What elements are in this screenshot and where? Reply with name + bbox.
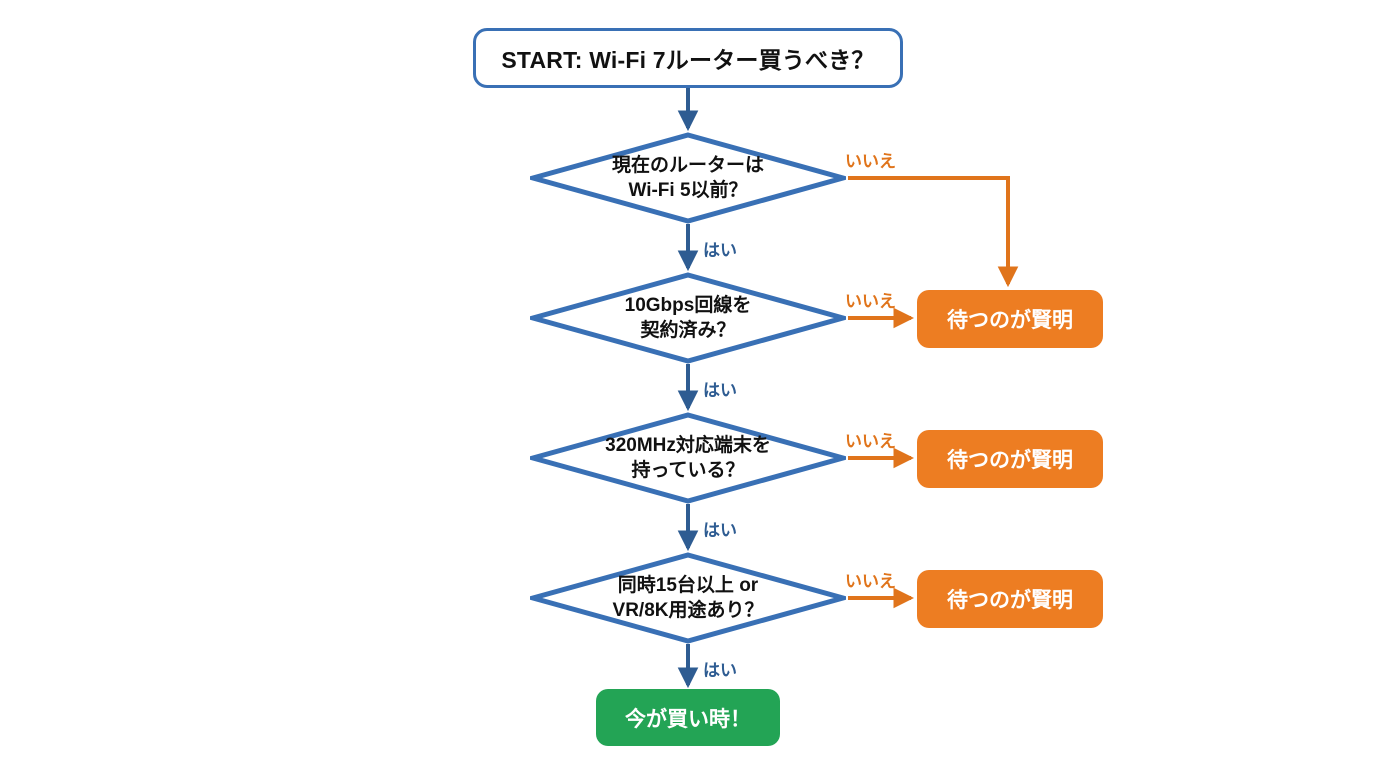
edge-label-no-d2: いいえ [845,292,896,311]
outcome-node-wait-1[interactable]: 待つのが賢明 [917,290,1103,348]
decision-node-current-router[interactable]: 現在のルーターは Wi-Fi 5以前？ [530,132,846,224]
outcome-node-wait-2[interactable]: 待つのが賢明 [917,430,1103,488]
edge-label-no-d1: いいえ [845,152,896,171]
decision-label-line1: 現在のルーターは [611,154,764,176]
outcome-label: 待つのが賢明 [947,309,1073,332]
start-node[interactable]: START: Wi-Fi 7ルーター買うべき？ [473,28,903,88]
decision-node-devices-or-vr8k[interactable]: 同時15台以上 or VR/8K用途あり？ [530,552,846,644]
diamond-shape [530,132,846,224]
edge-label-no-d3: いいえ [845,432,896,451]
decision-label-line2: 契約済み？ [640,320,736,341]
start-node-label: START: Wi-Fi 7ルーター買うべき？ [501,47,875,73]
decision-label-line1: 同時15台以上 or [617,574,759,596]
edge-label-no-d4: いいえ [845,572,896,591]
decision-label-line2: Wi-Fi 5以前？ [628,180,748,201]
outcome-node-wait-3[interactable]: 待つのが賢明 [917,570,1103,628]
edge-label-yes-d1: はい [703,241,737,260]
decision-node-10gbps-line[interactable]: 10Gbps回線を 契約済み？ [530,272,846,364]
outcome-label: 今が買い時！ [625,707,751,731]
edge-label-yes-d2: はい [703,381,737,400]
edge-label-yes-d4: はい [703,661,737,680]
edge-label-yes-d3: はい [703,521,737,540]
outcome-label: 待つのが賢明 [947,589,1073,612]
decision-label-line1: 320MHz対応端末を [605,434,771,456]
outcome-node-buy-now[interactable]: 今が買い時！ [596,689,780,746]
edge-d1-no-to-wait1 [848,176,1019,288]
decision-label-line1: 10Gbps回線を [624,294,752,316]
outcome-label: 待つのが賢明 [947,449,1073,472]
diamond-shape [530,552,846,644]
decision-label-line2: VR/8K用途あり？ [612,600,764,621]
decision-node-320mhz-device[interactable]: 320MHz対応端末を 持っている？ [530,412,846,504]
diamond-shape [530,272,846,364]
diamond-shape [530,412,846,504]
decision-label-line2: 持っている？ [631,460,745,481]
